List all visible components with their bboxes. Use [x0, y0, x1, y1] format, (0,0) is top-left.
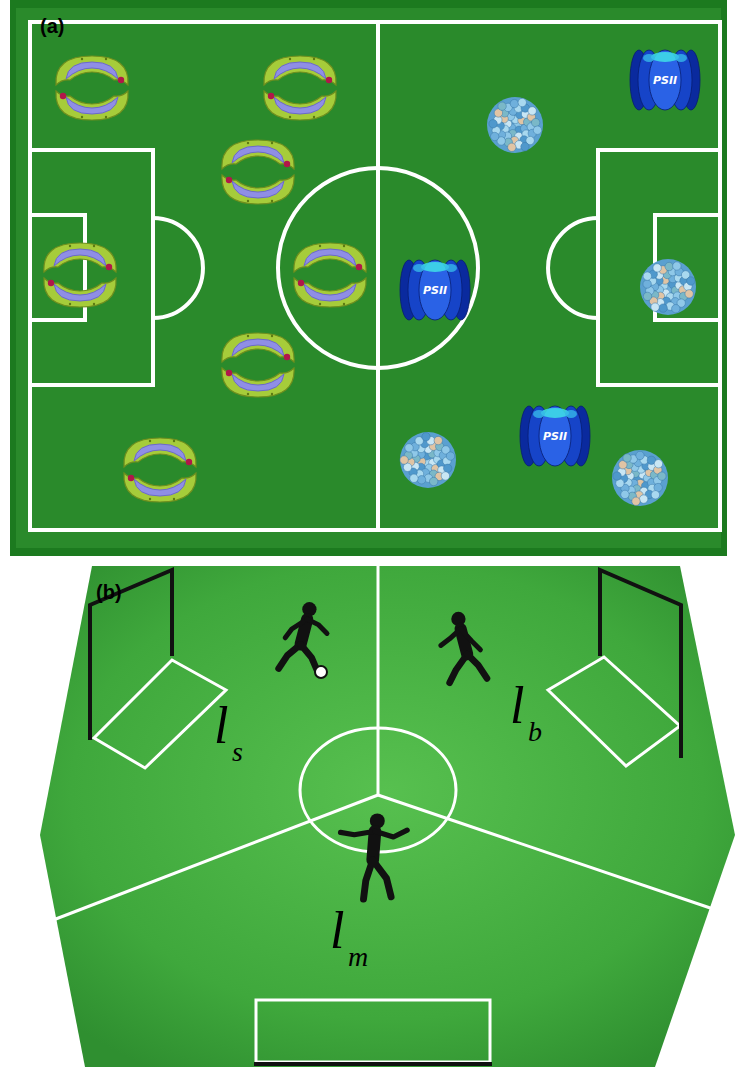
complex-label: PSII	[423, 285, 447, 296]
panel-label: (a)	[40, 16, 64, 36]
chloroplast-half	[44, 243, 116, 272]
chloroplast-icon	[222, 140, 294, 204]
chloroplast-half	[56, 91, 128, 120]
psii-complex: PSII	[519, 404, 591, 468]
field-border	[10, 0, 727, 556]
chloroplast-half	[124, 438, 196, 467]
length-symbol: l	[510, 680, 524, 732]
soccer-ball	[315, 666, 327, 678]
field-ground	[16, 8, 721, 548]
goal-frames	[90, 570, 681, 1064]
panel-a	[10, 0, 727, 556]
chloroplast-icon	[222, 333, 294, 397]
chloroplast-half	[264, 56, 336, 85]
chloroplast-icon	[264, 56, 336, 120]
panel-label: (b)	[96, 582, 122, 602]
chloroplast-icon	[44, 243, 116, 307]
hexagon-field	[40, 566, 735, 1067]
pitch-lines	[48, 566, 722, 1062]
chloroplast-icon	[294, 243, 366, 307]
length-subscript: b	[528, 718, 542, 746]
chloroplast-icon	[124, 438, 196, 502]
psii-complex: PSII	[399, 258, 471, 322]
length-symbol: l	[214, 700, 228, 752]
player-silhouette	[279, 602, 327, 673]
panel-b	[40, 566, 735, 1067]
protein-structure	[640, 259, 696, 315]
chloroplast-half	[222, 175, 294, 204]
complex-label: PSII	[543, 431, 567, 442]
pitch-lines	[30, 22, 720, 530]
complex-label: PSII	[653, 75, 677, 86]
psii-complex: PSII	[629, 48, 701, 112]
chloroplast-half	[264, 91, 336, 120]
protein-structure	[400, 432, 456, 488]
chloroplast-half	[222, 368, 294, 397]
protein-structure	[487, 97, 543, 153]
player-silhouette	[341, 813, 408, 899]
chloroplast-half	[294, 278, 366, 307]
chloroplast-icon	[56, 56, 128, 120]
length-symbol: l	[330, 905, 344, 957]
chloroplast-half	[222, 140, 294, 169]
protein-structure	[612, 450, 668, 506]
length-subscript: m	[348, 943, 368, 971]
chloroplast-half	[222, 333, 294, 362]
chloroplast-half	[44, 278, 116, 307]
chloroplast-half	[56, 56, 128, 85]
length-subscript: s	[232, 738, 243, 766]
player-silhouette	[441, 612, 487, 683]
chloroplast-half	[294, 243, 366, 272]
chloroplast-half	[124, 473, 196, 502]
